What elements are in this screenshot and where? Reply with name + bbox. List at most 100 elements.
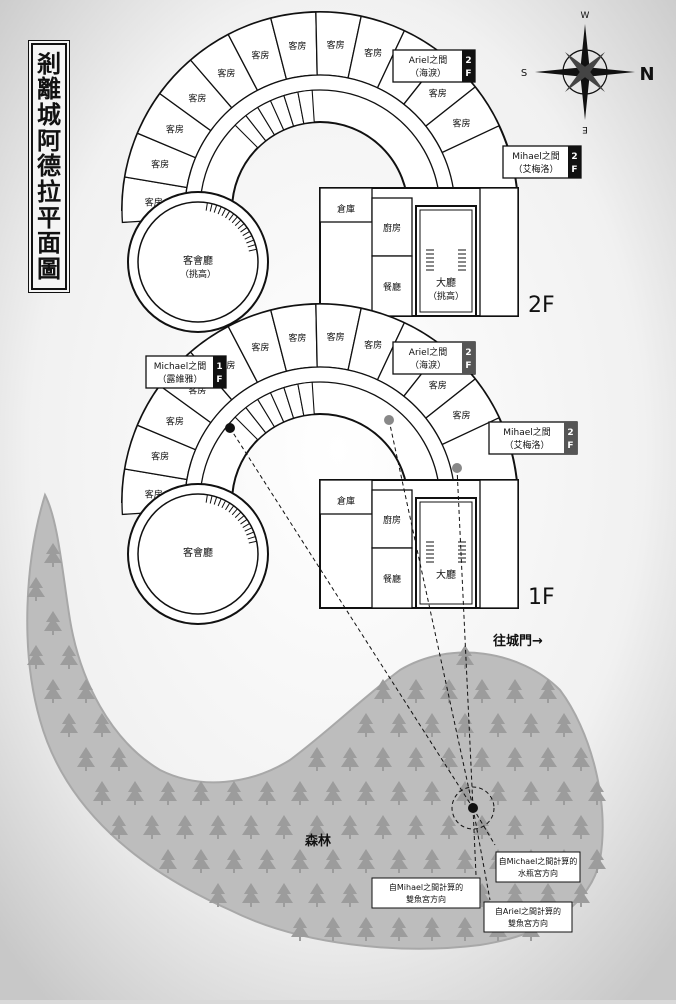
floor-label: 1F — [528, 585, 555, 610]
tree-icon — [27, 645, 45, 669]
tree-icon — [423, 713, 441, 737]
stair-step — [240, 519, 248, 525]
guest-room-label: 客房 — [188, 92, 206, 104]
floor-label: 2F — [528, 293, 555, 318]
tree-icon — [407, 747, 425, 771]
title-char: 城 — [37, 100, 61, 130]
tree-icon — [275, 883, 293, 907]
guest-room-label: 客房 — [364, 339, 382, 351]
gate-direction-label: 往城門→ — [493, 633, 543, 649]
storage-label: 倉庫 — [337, 203, 355, 215]
reception-hall — [137, 493, 259, 615]
floor-tag — [213, 356, 226, 388]
storage-room — [319, 479, 373, 515]
guest-room-label: 客房 — [166, 415, 184, 427]
tree-icon — [110, 747, 128, 771]
stair-step — [231, 216, 238, 224]
kitchen-label: 廚房 — [383, 222, 401, 234]
compass-w: W — [581, 11, 590, 21]
callout-name: Mihael之間 — [503, 426, 551, 438]
tree-icon — [258, 781, 276, 805]
floor-tag — [462, 50, 475, 82]
compass-e: E — [582, 124, 588, 134]
tree-icon — [374, 679, 392, 703]
tree-icon — [588, 849, 606, 873]
room-callout: Mihael之間（艾梅洛）2F — [502, 145, 582, 179]
tree-icon — [258, 849, 276, 873]
room-marker — [384, 415, 394, 425]
tree-icon — [423, 781, 441, 805]
callout-name: Ariel之間 — [409, 54, 447, 66]
stair-step — [205, 494, 208, 503]
tree-icon — [522, 713, 540, 737]
floor-tag-number: 1 — [216, 362, 222, 372]
great-hall — [415, 497, 477, 609]
note-box — [371, 877, 481, 909]
floor-tag-letter: F — [571, 165, 577, 175]
stair-step — [228, 213, 235, 221]
floor-tag-letter: F — [465, 361, 471, 371]
tree-icon — [77, 679, 95, 703]
tree-icon — [192, 781, 210, 805]
tree-icon — [390, 917, 408, 941]
tree-icon — [407, 679, 425, 703]
tree-icon — [555, 781, 573, 805]
stair-step — [231, 508, 238, 516]
stair-step — [213, 204, 218, 213]
tree-icon — [357, 849, 375, 873]
note-box — [495, 851, 581, 883]
stair-step — [237, 223, 245, 230]
callout-box — [392, 49, 476, 83]
tree-icon — [44, 543, 62, 567]
tree-icon — [374, 747, 392, 771]
tree-icon — [242, 815, 260, 839]
tree-icon — [440, 747, 458, 771]
stair-step — [242, 231, 250, 236]
forest-label: 森林 — [305, 833, 331, 849]
tree-icon — [407, 815, 425, 839]
note-box — [483, 901, 573, 933]
tree-icon — [341, 815, 359, 839]
guest-room-label: 客房 — [288, 332, 306, 344]
tree-icon — [456, 849, 474, 873]
room-callout: Ariel之間（海淚）2F — [392, 49, 476, 83]
tree-icon — [308, 883, 326, 907]
dining-room — [371, 255, 413, 317]
floor-tag-number: 2 — [567, 428, 573, 438]
stair-step — [217, 206, 222, 215]
tree-icon — [308, 747, 326, 771]
floor-tag-number: 2 — [571, 152, 577, 162]
tree-icon — [93, 713, 111, 737]
storage-room — [319, 187, 373, 223]
floor-tag-number: 2 — [465, 56, 471, 66]
stair-step — [225, 502, 231, 511]
title-char: 圖 — [37, 254, 61, 284]
stair-step — [242, 523, 250, 528]
stair-step — [213, 496, 218, 505]
tree-icon — [225, 849, 243, 873]
stair-step — [205, 202, 208, 211]
tree-icon — [126, 781, 144, 805]
guest-room-label: 客房 — [151, 451, 169, 463]
tree-icon — [456, 713, 474, 737]
title-char: 拉 — [37, 177, 61, 207]
forest-trees — [27, 543, 606, 941]
great-hall-inner — [419, 501, 473, 605]
stair-step — [247, 536, 256, 540]
title-char: 阿 — [37, 125, 61, 155]
compass-s: S — [521, 68, 527, 79]
title-char: 離 — [37, 74, 61, 104]
kitchen-room — [371, 197, 413, 257]
tree-icon — [473, 679, 491, 703]
tree-icon — [489, 713, 507, 737]
title-char: 剎 — [37, 48, 61, 78]
tree-icon — [110, 815, 128, 839]
hall-label: 大廳 — [436, 568, 456, 581]
reception-label: 客會廳 — [183, 254, 213, 267]
compass-needle — [565, 52, 605, 92]
callout-sub: （艾梅洛） — [504, 439, 549, 451]
